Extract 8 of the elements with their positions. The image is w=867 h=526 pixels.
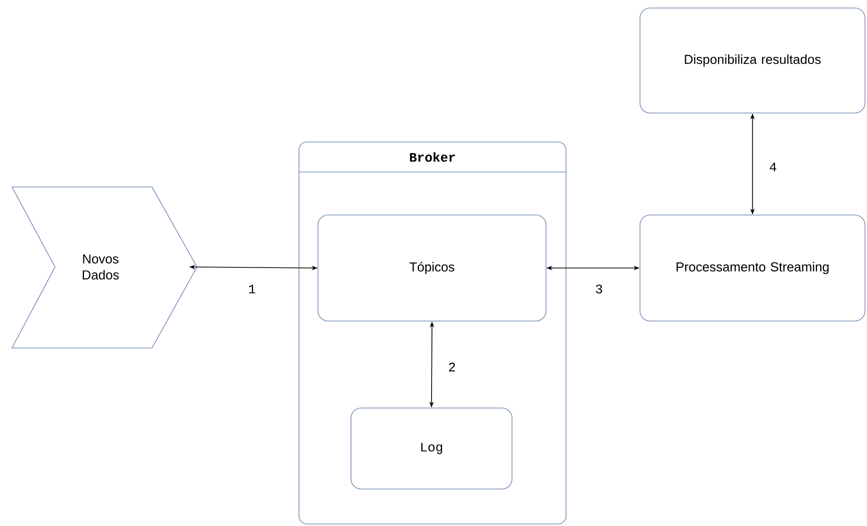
log-box: Log	[350, 408, 512, 490]
process-box: Processamento Streaming	[640, 214, 866, 322]
process-box: Disponibiliza resultados	[640, 8, 866, 114]
edge-label: 2	[447, 362, 457, 372]
edge-label: 1	[247, 284, 257, 294]
edge-label: 3	[594, 284, 604, 294]
edge-label: 4	[768, 162, 778, 172]
process-box: Tópicos	[318, 214, 546, 322]
